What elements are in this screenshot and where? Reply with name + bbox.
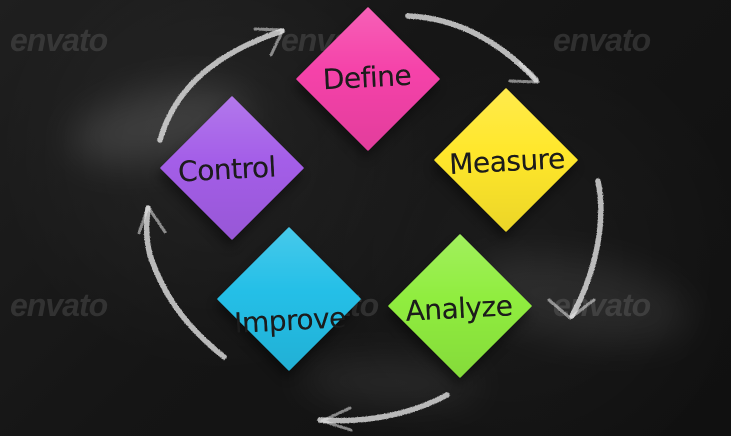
define-label: Define — [321, 58, 412, 97]
improve-label: Improve — [233, 301, 347, 340]
measure-label: Measure — [448, 142, 566, 182]
measure-to-analyze-arrow — [547, 178, 604, 320]
control-to-define-arrow — [157, 27, 285, 143]
control-label: Control — [177, 150, 277, 189]
watermark-envato: envato — [10, 287, 108, 323]
analyze-to-improve-arrow — [317, 392, 450, 432]
analyze-label: Analyze — [404, 289, 514, 328]
watermark-envato: envato — [10, 22, 108, 58]
define-to-measure-arrow — [405, 13, 540, 84]
watermark-envato: envato — [553, 22, 651, 58]
improve-to-control-arrow — [137, 205, 227, 360]
